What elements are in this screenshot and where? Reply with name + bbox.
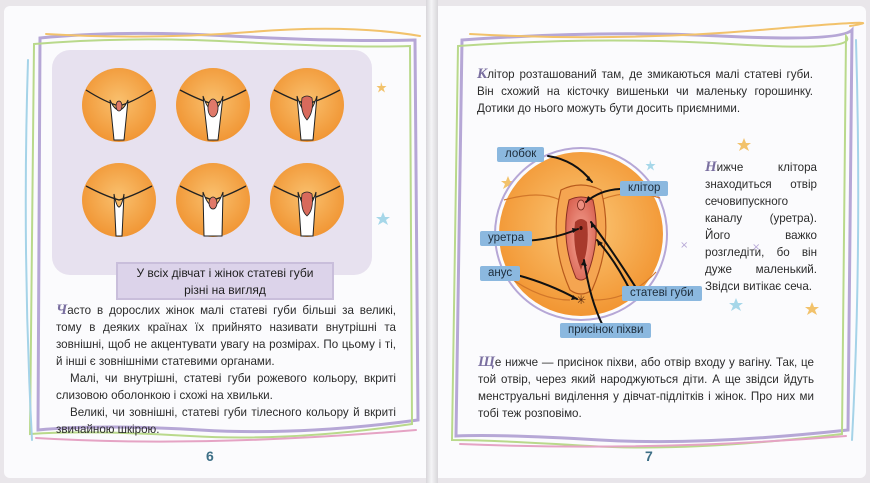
left-body-text: Часто в дорослих жінок малі статеві губи… [56, 302, 396, 438]
right-paragraph-2: Нижче клітора знаходиться отвір сечовипу… [705, 159, 817, 295]
page-number-right: 7 [645, 448, 653, 464]
book-gutter [426, 0, 438, 483]
svg-text:×: × [752, 242, 760, 253]
thumbnail-2 [176, 68, 250, 142]
thumbnail-4 [82, 163, 156, 237]
label-pubis: лобок [497, 147, 545, 162]
paragraph-1: асто в дорослих жінок малі статеві губи … [56, 304, 396, 368]
label-urethra: уретра [480, 231, 533, 246]
dropcap: К [477, 66, 488, 82]
thumbnail-3 [270, 68, 344, 142]
thumbnail-6 [270, 163, 344, 237]
svg-text:✳: ✳ [576, 293, 586, 307]
right-paragraph-3: Ще нижче — присінок піхви, або отвір вхо… [478, 354, 814, 422]
svg-text:×: × [680, 240, 688, 251]
thumbnails-caption: У всіх дівчат і жінок статеві губи різні… [116, 262, 334, 300]
dropcap: Щ [478, 354, 495, 370]
right-paragraph-1: Клітор розташований там, де змикаються м… [477, 66, 813, 117]
paragraph-text: ижче клітора знаходиться отвір сечовипус… [705, 161, 817, 293]
thumbnail-5 [176, 163, 250, 237]
paragraph-3: Великі, чи зовнішні, статеві губи тілесн… [56, 406, 396, 436]
page-number-left: 6 [206, 448, 214, 464]
label-labia: статеві губи [622, 286, 702, 301]
label-hymen: присінок піхви [560, 323, 652, 338]
paragraph-2: Малі, чи внутрішні, статеві губи рожевог… [56, 372, 396, 402]
caption-line-2: різні на вигляд [184, 283, 266, 297]
dropcap: Н [705, 159, 717, 175]
label-anus: анус [480, 266, 521, 281]
paragraph-text: літор розташований там, де змикаються ма… [477, 68, 813, 115]
dropcap: Ч [56, 302, 68, 318]
caption-line-1: У всіх дівчат і жінок статеві губи [136, 266, 314, 280]
label-clitoris: клітор [620, 181, 669, 196]
thumbnail-1 [82, 68, 156, 142]
paragraph-text: е нижче — присінок піхви, або отвір вход… [478, 356, 814, 420]
